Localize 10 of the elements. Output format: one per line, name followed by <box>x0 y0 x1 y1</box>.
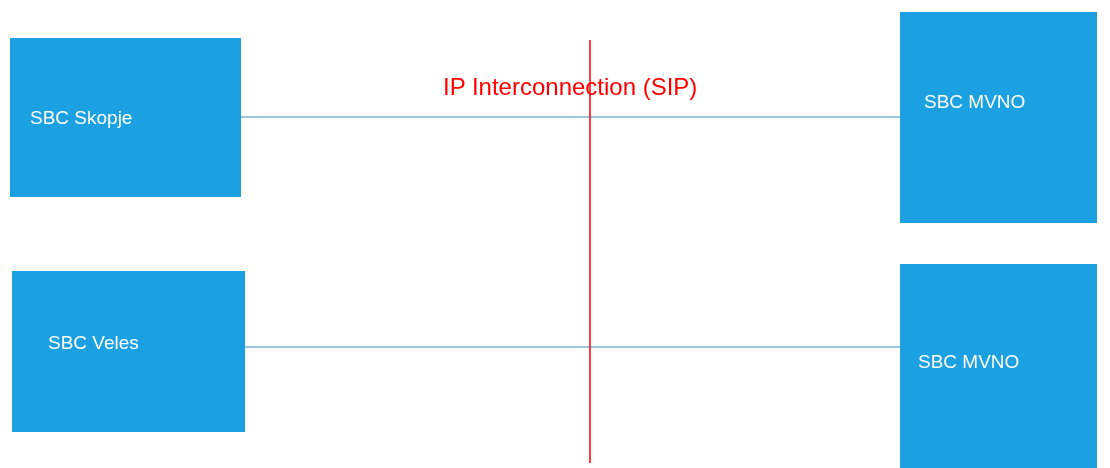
sbc-box <box>12 271 245 432</box>
node-label: SBC Skopje <box>30 106 133 130</box>
sbc-box <box>10 38 241 197</box>
node-label: SBC MVNO <box>918 350 1020 374</box>
connector-line <box>244 346 901 348</box>
node-label: SBC Veles <box>48 331 139 355</box>
connector-line <box>240 116 901 118</box>
sbc-box <box>900 264 1097 468</box>
node-label: SBC MVNO <box>924 90 1026 114</box>
sbc-box <box>900 12 1097 223</box>
